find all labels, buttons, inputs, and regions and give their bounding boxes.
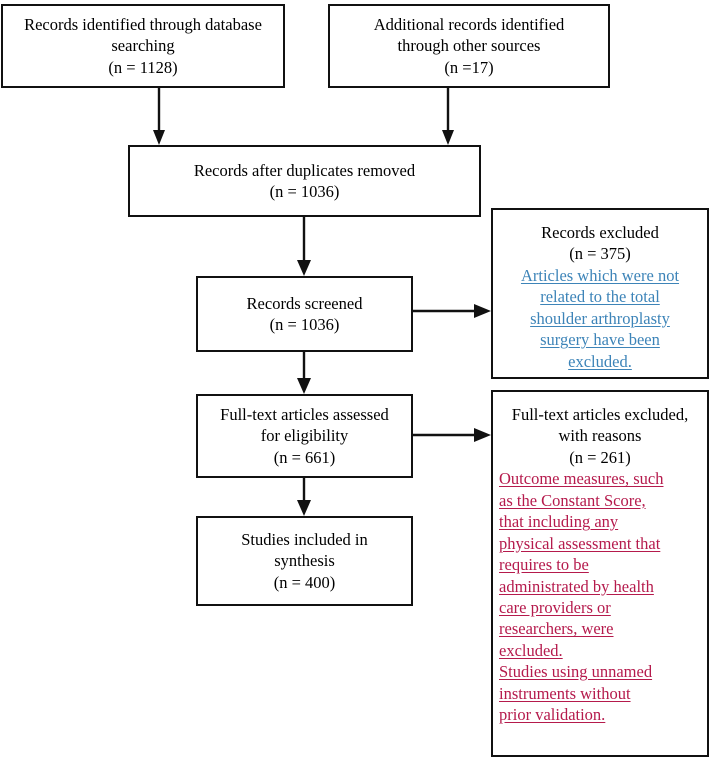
box-line: (n = 1128) bbox=[108, 57, 178, 77]
box-additional-records-other-sources: Additional records identified through ot… bbox=[328, 4, 610, 88]
box-line: synthesis bbox=[274, 551, 335, 571]
fulltext-excluded-note-line: Studies using unnamed bbox=[499, 662, 653, 682]
box-studies-included-synthesis: Studies included in synthesis (n = 400) bbox=[196, 516, 413, 606]
box-records-screened: Records screened (n = 1036) bbox=[196, 276, 413, 352]
box-line: (n = 1036) bbox=[269, 315, 340, 334]
box-line: searching bbox=[111, 36, 175, 56]
box-line: Full-text articles assessed bbox=[220, 404, 389, 424]
fulltext-excluded-note-line: administrated by health bbox=[499, 576, 654, 596]
fulltext-excluded-note-line: requires to be bbox=[499, 555, 589, 575]
arrowhead-screened-to-fulltext bbox=[297, 378, 311, 394]
box-records-excluded: Records excluded (n = 375) Articles whic… bbox=[491, 208, 709, 379]
box-line: Records after duplicates removed bbox=[193, 160, 416, 180]
arrowhead-other-to-duplicates bbox=[442, 130, 454, 145]
records-excluded-note-line: shoulder arthroplasty bbox=[530, 308, 670, 328]
box-line: Studies included in bbox=[241, 529, 368, 549]
fulltext-excluded-note-line: instruments without bbox=[499, 683, 631, 703]
records-excluded-note-line: related to the total bbox=[540, 287, 660, 307]
fulltext-excluded-note-line: care providers or bbox=[499, 597, 611, 617]
records-excluded-header-line: Records excluded bbox=[541, 223, 659, 242]
arrowhead-fulltext-to-excluded bbox=[474, 428, 491, 442]
arrowhead-database-to-duplicates bbox=[153, 130, 165, 145]
box-line: (n = 400) bbox=[273, 572, 336, 592]
fulltext-excluded-note-line: Outcome measures, such bbox=[499, 469, 664, 489]
box-line: through other sources bbox=[397, 36, 541, 56]
box-line: for eligibility bbox=[260, 426, 349, 446]
records-excluded-note-line: Articles which were not bbox=[520, 265, 680, 285]
box-records-after-duplicates-removed: Records after duplicates removed (n = 10… bbox=[128, 145, 481, 217]
box-fulltext-articles-excluded: Full-text articles excluded, with reason… bbox=[491, 390, 709, 757]
fulltext-excluded-header-line: Full-text articles excluded, bbox=[511, 405, 689, 424]
records-excluded-note-line: surgery have been bbox=[540, 330, 660, 350]
records-excluded-note-line: excluded. bbox=[568, 351, 632, 371]
box-records-identified-database: Records identified through database sear… bbox=[1, 4, 285, 88]
box-line: Records screened bbox=[246, 293, 363, 313]
records-excluded-count-line: (n = 375) bbox=[569, 244, 631, 264]
fulltext-excluded-note-line: as the Constant Score, bbox=[499, 490, 646, 510]
fulltext-excluded-note-line: that including any bbox=[499, 512, 619, 532]
arrowhead-fulltext-to-included bbox=[297, 500, 311, 516]
arrowhead-duplicates-to-screened bbox=[297, 260, 311, 276]
fulltext-excluded-note-line: physical assessment that bbox=[499, 533, 661, 553]
fulltext-excluded-header-line: with reasons bbox=[558, 426, 642, 446]
box-line: (n =17) bbox=[444, 57, 494, 77]
fulltext-excluded-count-line: (n = 261) bbox=[569, 447, 631, 467]
box-line: (n = 661) bbox=[273, 447, 336, 467]
arrowhead-screened-to-excluded bbox=[474, 304, 491, 318]
box-fulltext-articles-assessed: Full-text articles assessed for eligibil… bbox=[196, 394, 413, 478]
fulltext-excluded-note-line: researchers, were bbox=[499, 619, 614, 639]
box-line: (n = 1036) bbox=[269, 182, 340, 201]
box-line: Additional records identified bbox=[373, 14, 565, 34]
fulltext-excluded-note-line: prior validation. bbox=[499, 705, 606, 725]
fulltext-excluded-note-line: excluded. bbox=[499, 640, 563, 660]
box-line: Records identified through database bbox=[24, 14, 262, 34]
